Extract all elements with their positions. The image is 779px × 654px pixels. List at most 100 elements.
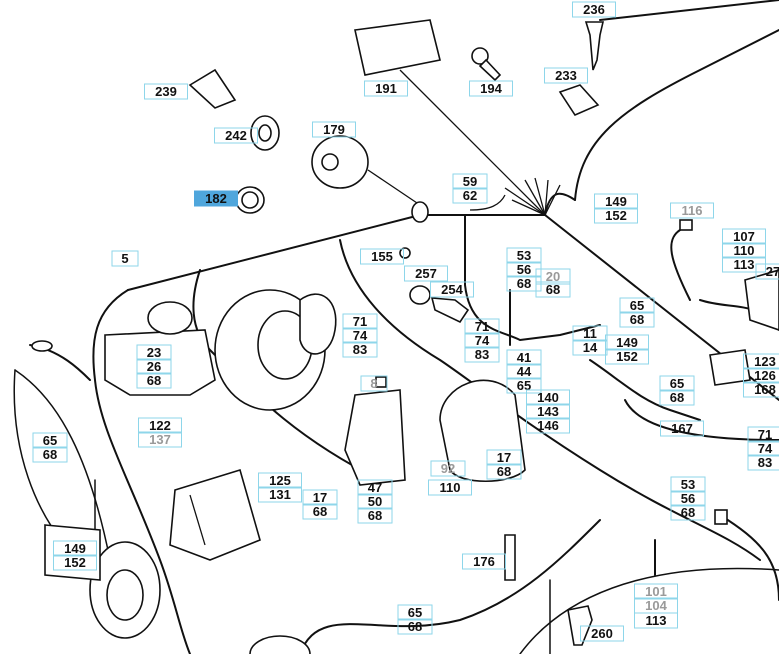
part-number-label[interactable]: 23 (147, 345, 161, 360)
part-number-label[interactable]: 113 (646, 613, 667, 628)
callout-110[interactable]: 110 (428, 479, 472, 496)
part-number-label[interactable]: 179 (323, 122, 345, 137)
part-number-label[interactable]: 17 (497, 450, 511, 465)
part-number-label[interactable]: 122 (149, 418, 171, 433)
callout-257[interactable]: 257 (404, 265, 448, 282)
part-number-label[interactable]: 26 (147, 359, 161, 374)
callout-20[interactable]: 20 (535, 268, 571, 285)
part-number-label[interactable]: 152 (64, 555, 86, 570)
part-number-label[interactable]: 68 (313, 504, 327, 519)
part-number-label[interactable]: 62 (463, 188, 477, 203)
callout-137[interactable]: 137 (138, 431, 182, 448)
part-number-label[interactable]: 68 (408, 619, 422, 634)
part-number-label[interactable]: 74 (758, 441, 773, 456)
part-number-label[interactable]: 68 (546, 282, 560, 297)
part-number-label[interactable]: 53 (681, 477, 695, 492)
part-number-label[interactable]: 176 (473, 554, 495, 569)
callout-113[interactable]: 113 (634, 612, 678, 629)
callout-27[interactable]: 27 (755, 263, 779, 280)
part-number-label[interactable]: 101 (645, 584, 667, 599)
part-number-label[interactable]: 155 (371, 249, 393, 264)
part-number-label[interactable]: 74 (475, 333, 490, 348)
part-number-label[interactable]: 242 (225, 128, 247, 143)
part-number-label[interactable]: 143 (537, 404, 559, 419)
part-number-label[interactable]: 50 (368, 494, 382, 509)
part-number-label[interactable]: 149 (64, 541, 86, 556)
part-number-label[interactable]: 254 (441, 282, 463, 297)
callout-92[interactable]: 92 (430, 460, 466, 477)
part-number-label[interactable]: 83 (353, 342, 367, 357)
part-number-label[interactable]: 167 (671, 421, 693, 436)
part-number-label[interactable]: 125 (269, 473, 291, 488)
part-number-label[interactable]: 260 (591, 626, 613, 641)
part-number-label[interactable]: 131 (269, 487, 291, 502)
part-number-label[interactable]: 68 (517, 276, 531, 291)
part-number-label[interactable]: 113 (734, 257, 755, 272)
part-number-label[interactable]: 92 (441, 461, 455, 476)
callout-236[interactable]: 236 (572, 1, 616, 18)
part-number-label[interactable]: 68 (630, 312, 644, 327)
callout-260[interactable]: 260 (580, 625, 624, 642)
part-number-label[interactable]: 149 (605, 194, 627, 209)
part-number-label[interactable]: 83 (758, 455, 772, 470)
callout-191[interactable]: 191 (364, 80, 408, 97)
part-number-label[interactable]: 68 (681, 505, 695, 520)
part-number-label[interactable]: 182 (205, 191, 227, 206)
part-number-label[interactable]: 68 (670, 390, 684, 405)
part-number-label[interactable]: 56 (517, 262, 531, 277)
part-number-label[interactable]: 20 (546, 269, 560, 284)
part-number-label[interactable]: 53 (517, 248, 531, 263)
part-number-label[interactable]: 68 (147, 373, 161, 388)
part-number-label[interactable]: 71 (353, 314, 367, 329)
part-number-label[interactable]: 68 (497, 464, 511, 479)
part-number-label[interactable]: 8 (370, 376, 377, 391)
part-number-label[interactable]: 152 (616, 349, 638, 364)
part-number-label[interactable]: 257 (415, 266, 437, 281)
callout-116[interactable]: 116 (670, 202, 714, 219)
part-number-label[interactable]: 65 (517, 378, 531, 393)
part-number-label[interactable]: 233 (555, 68, 577, 83)
part-number-label[interactable]: 107 (733, 229, 755, 244)
part-number-label[interactable]: 65 (408, 605, 422, 620)
part-number-label[interactable]: 27 (766, 264, 779, 279)
part-number-label[interactable]: 71 (475, 319, 489, 334)
part-number-label[interactable]: 68 (368, 508, 382, 523)
part-number-label[interactable]: 152 (605, 208, 627, 223)
part-number-label[interactable]: 149 (616, 335, 638, 350)
part-number-label[interactable]: 168 (754, 382, 776, 397)
part-number-label[interactable]: 41 (517, 350, 531, 365)
part-number-label[interactable]: 83 (475, 347, 489, 362)
part-number-label[interactable]: 236 (583, 2, 605, 17)
callout-194[interactable]: 194 (469, 80, 513, 97)
part-number-label[interactable]: 5 (121, 251, 128, 266)
part-number-label[interactable]: 239 (155, 84, 177, 99)
callout-242[interactable]: 242 (214, 127, 258, 144)
part-number-label[interactable]: 110 (440, 480, 461, 495)
callout-182[interactable]: 182 (194, 190, 238, 207)
callout-233[interactable]: 233 (544, 67, 588, 84)
part-number-label[interactable]: 191 (375, 81, 397, 96)
callout-167[interactable]: 167 (660, 420, 704, 437)
part-number-label[interactable]: 104 (645, 598, 667, 613)
part-number-label[interactable]: 65 (43, 433, 57, 448)
callout-8[interactable]: 8 (360, 375, 388, 392)
part-number-label[interactable]: 116 (682, 203, 703, 218)
callout-5[interactable]: 5 (111, 250, 139, 267)
part-number-label[interactable]: 17 (313, 490, 327, 505)
part-number-label[interactable]: 59 (463, 174, 477, 189)
part-number-label[interactable]: 14 (583, 340, 598, 355)
